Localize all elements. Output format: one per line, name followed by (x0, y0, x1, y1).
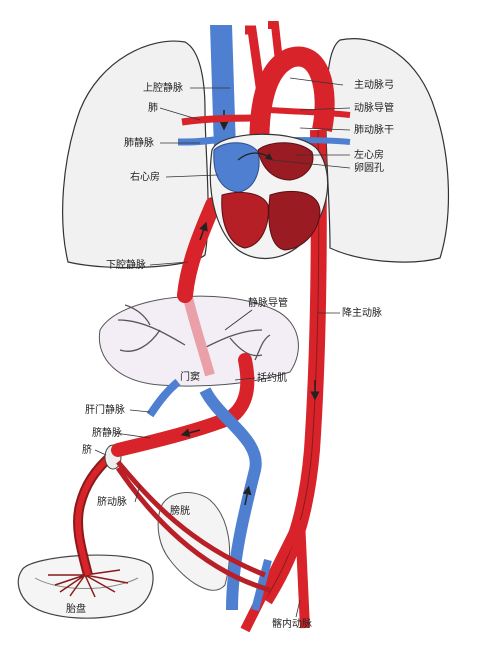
label-pulmonary-vein: 肺静脉 (124, 136, 154, 149)
label-placenta: 胎盘 (66, 602, 86, 615)
left-ventricle (268, 190, 321, 251)
label-umbilicus: 脐 (82, 443, 92, 456)
label-superior-vena-cava: 上腔静脉 (143, 81, 183, 94)
umbilical-artery (116, 460, 266, 578)
right-ventricle (221, 192, 269, 249)
superior-vena-cava (210, 25, 236, 150)
left-lung (325, 38, 450, 263)
pulmonary-vein-right (177, 136, 215, 146)
portal-vein (146, 378, 181, 418)
label-pulmonary-trunk: 肺动脉干 (354, 123, 394, 136)
inferior-vena-cava (177, 197, 221, 303)
pulmonary-artery-right (181, 114, 271, 126)
label-portal-sinus: 门窦 (180, 370, 200, 383)
right-atrium (213, 142, 260, 193)
aortic-arch (249, 46, 335, 182)
label-inferior-vena-cava: 下腔静脉 (106, 258, 146, 271)
label-ductus-arteriosus: 动脉导管 (354, 101, 394, 114)
label-internal-iliac-artery: 髂内动脉 (272, 617, 312, 630)
label-portal-vein: 肝门静脉 (85, 403, 125, 416)
label-right-atrium: 右心房 (130, 170, 160, 183)
right-lung (62, 40, 209, 269)
label-lung: 肺 (148, 102, 158, 114)
label-umbilical-artery: 脐动脉 (97, 495, 127, 508)
label-umbilical-vein: 脐静脉 (92, 426, 122, 439)
umbilical-cord (73, 451, 116, 577)
label-ductus-venosus: 静脉导管 (248, 296, 288, 309)
label-bladder: 膀胱 (170, 504, 190, 517)
label-aortic-arch: 主动脉弓 (354, 78, 394, 91)
label-left-atrium: 左心房 (354, 148, 384, 161)
bladder (157, 492, 231, 591)
label-descending-aorta: 降主动脉 (342, 306, 382, 319)
label-foramen-ovale: 卵圆孔 (354, 162, 384, 174)
inferior-vena-cava-lower (199, 387, 262, 611)
label-sphincter: 括约肌 (257, 371, 287, 384)
leader-lines (94, 77, 351, 618)
